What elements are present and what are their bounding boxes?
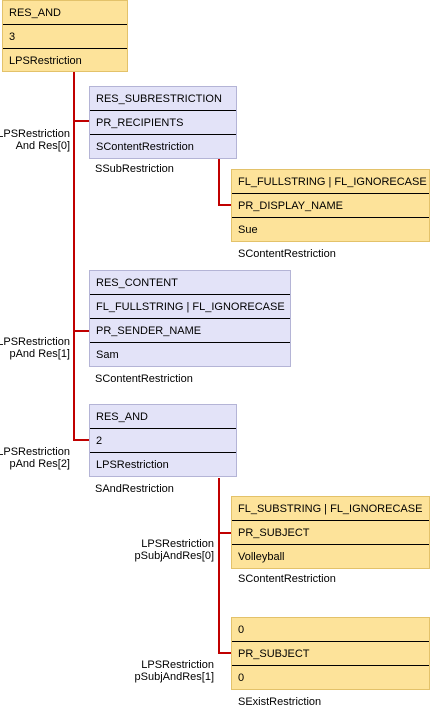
connector-top-to-and [73, 331, 89, 441]
box-caption: SExistRestriction [238, 696, 322, 708]
box-row: RES_CONTENT [90, 271, 290, 295]
connector-top-to-sub [73, 72, 89, 122]
connector-and-to-exist [218, 533, 231, 654]
box-row: Volleyball [238, 551, 285, 563]
label-line: LPSRestriction [0, 128, 70, 140]
label-subj1: LPSRestriction pSubjAndRes[1] [135, 659, 215, 683]
exist-restriction-box: 0 PR_SUBJECT 0 [231, 617, 430, 690]
box-row: 2 [90, 429, 236, 453]
label-line: LPSRestriction [141, 538, 214, 550]
box-row: RES_AND [3, 1, 127, 25]
label-line: LPSRestriction [0, 446, 70, 458]
box-row: LPSRestriction [9, 55, 82, 67]
box-caption: SContentRestriction [95, 373, 193, 385]
connector-top-to-content [73, 121, 89, 332]
label-res2: LPSRestriction pAnd Res[2] [0, 446, 70, 470]
box-row: FL_FULLSTRING | FL_IGNORECASE [90, 295, 290, 319]
label-line: LPSRestriction [0, 336, 70, 348]
connector-sub-to-content1 [218, 159, 231, 206]
label-line: pAnd Res[2] [9, 458, 70, 470]
box-row: Sam [96, 349, 119, 361]
box-row: LPSRestriction [96, 459, 169, 471]
box-row: 3 [3, 25, 127, 49]
box-row: FL_FULLSTRING | FL_IGNORECASE [232, 170, 429, 194]
box-row: 0 [232, 618, 429, 642]
box-row: 0 [238, 672, 245, 684]
box-caption: SContentRestriction [238, 573, 336, 585]
box-row: RES_SUBRESTRICTION [90, 87, 236, 111]
connector-and-to-content3 [218, 478, 231, 534]
label-subj0: LPSRestriction pSubjAndRes[0] [135, 538, 215, 562]
label-line: pSubjAndRes[1] [134, 671, 215, 683]
content-restriction-sue-box: FL_FULLSTRING | FL_IGNORECASE PR_DISPLAY… [231, 169, 430, 242]
label-line: And Res[0] [15, 140, 70, 152]
label-res1: LPSRestriction pAnd Res[1] [0, 336, 70, 360]
box-caption: SSubRestriction [95, 163, 174, 175]
label-res0: LPSRestriction And Res[0] [0, 128, 70, 152]
label-line: pAnd Res[1] [9, 348, 70, 360]
label-line: pSubjAndRes[0] [134, 550, 215, 562]
box-caption: SAndRestriction [95, 483, 174, 495]
box-row: Sue [238, 224, 258, 236]
res-and-2-box: RES_AND 2 LPSRestriction [89, 404, 237, 477]
content-restriction-sam-box: RES_CONTENT FL_FULLSTRING | FL_IGNORECAS… [89, 270, 291, 367]
label-line: LPSRestriction [141, 659, 214, 671]
box-row: PR_SENDER_NAME [90, 319, 290, 343]
res-and-top-box: RES_AND 3 LPSRestriction [2, 0, 128, 72]
subrestriction-box: RES_SUBRESTRICTION PR_RECIPIENTS SConten… [89, 86, 237, 159]
box-row: SContentRestriction [96, 141, 194, 153]
box-row: PR_SUBJECT [232, 521, 429, 545]
box-caption: SContentRestriction [238, 248, 336, 260]
box-row: PR_SUBJECT [232, 642, 429, 666]
box-row: PR_DISPLAY_NAME [232, 194, 429, 218]
content-restriction-volleyball-box: FL_SUBSTRING | FL_IGNORECASE PR_SUBJECT … [231, 496, 430, 569]
box-row: RES_AND [90, 405, 236, 429]
box-row: FL_SUBSTRING | FL_IGNORECASE [232, 497, 429, 521]
box-row: PR_RECIPIENTS [90, 111, 236, 135]
